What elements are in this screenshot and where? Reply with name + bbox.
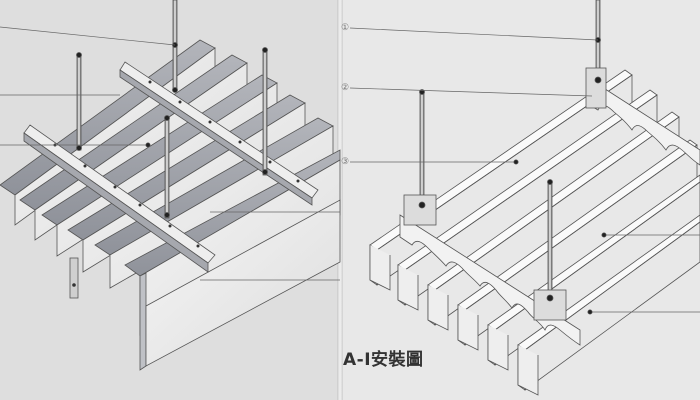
leader-lines-right — [349, 27, 700, 315]
suspension-rod — [533, 179, 567, 321]
callout-1: ① — [341, 23, 350, 33]
figure-caption: A-I安裝圖 — [343, 350, 424, 370]
suspension-rod — [403, 89, 437, 226]
suspension-rod — [172, 0, 178, 93]
callout-2: ② — [341, 83, 350, 93]
callout-3: ③ — [341, 157, 350, 167]
right-ushape-ceiling — [349, 0, 700, 396]
suspension-rod — [76, 52, 82, 151]
suspension-rod — [585, 0, 607, 109]
hanger-clip — [69, 257, 79, 299]
leader-lines-left — [0, 26, 340, 281]
suspension-rod — [164, 115, 170, 219]
scalloped-carrier-rear — [587, 77, 700, 166]
left-blade-ceiling — [0, 0, 341, 371]
carrier-channel-front — [23, 124, 216, 273]
suspension-rod — [262, 47, 268, 176]
right-illustration-panel — [340, 0, 700, 400]
u-channel-profiles — [369, 245, 539, 396]
